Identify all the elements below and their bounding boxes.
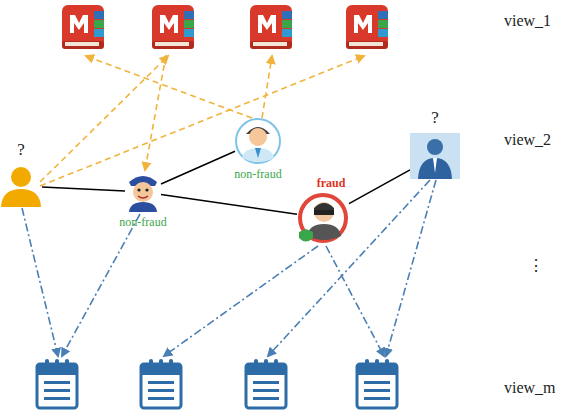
relation-line xyxy=(42,187,125,191)
view-label: view_2 xyxy=(504,132,551,148)
calendar-icon xyxy=(357,359,397,408)
contact-book xyxy=(250,5,292,49)
view1-links xyxy=(40,55,364,186)
node-label: non-fraud xyxy=(234,168,281,180)
relation-line xyxy=(161,151,235,184)
contact-book xyxy=(152,5,194,49)
person-icon xyxy=(235,118,281,164)
calendar-icon xyxy=(246,359,286,408)
view-m-links xyxy=(22,180,436,356)
person-icon xyxy=(0,165,42,207)
person-icon xyxy=(125,172,161,212)
view-label: view_1 xyxy=(504,13,551,29)
relation-line xyxy=(349,170,410,204)
node-label: ? xyxy=(17,141,25,158)
relation-line xyxy=(161,195,297,215)
view-label: ⋮ xyxy=(528,258,544,274)
unknown-user: ? xyxy=(410,133,460,179)
police-user: non-fraud xyxy=(125,172,161,212)
node-label: non-fraud xyxy=(119,216,166,228)
unknown-user: ? xyxy=(0,165,42,207)
node-label: fraud xyxy=(317,177,346,189)
doctor-user: non-fraud xyxy=(235,118,281,164)
view-label: view_m xyxy=(504,380,556,396)
contact-book xyxy=(62,5,104,49)
fraud-user: fraud xyxy=(297,192,349,244)
person-icon xyxy=(297,192,349,244)
node-label: ? xyxy=(431,109,439,126)
contact-book xyxy=(346,5,388,49)
calendar-icon xyxy=(141,359,181,408)
person-icon xyxy=(410,133,460,179)
calendar-icon xyxy=(37,359,77,408)
